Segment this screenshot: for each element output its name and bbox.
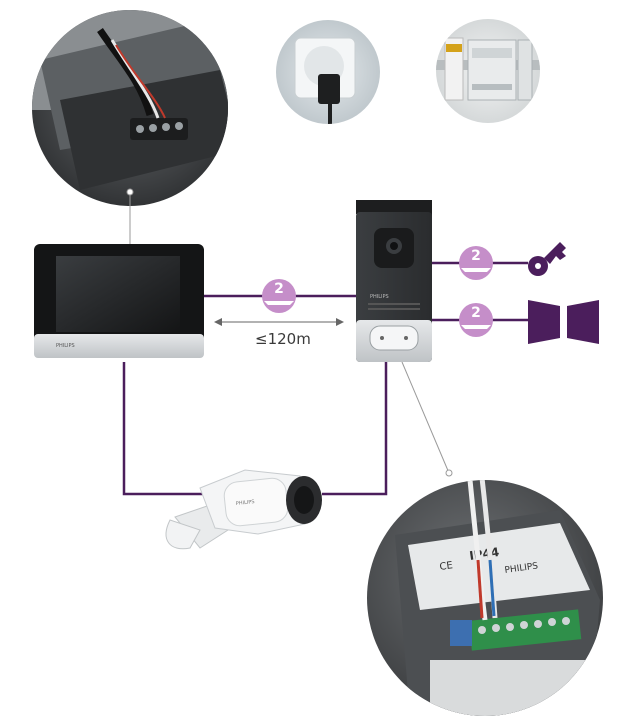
- detail-circle-power-socket: [276, 20, 380, 124]
- wire-count-lock: 2: [471, 248, 481, 264]
- wire-count-monitor-door: 2: [274, 281, 284, 297]
- wire-badge-gate: 2: [459, 303, 493, 337]
- wire-count-gate: 2: [471, 305, 481, 321]
- wire-monitor-to-camera: [122, 362, 215, 496]
- wire-door-station-to-camera: [322, 362, 388, 496]
- wire-badge-lock: 2: [459, 246, 493, 280]
- detail-circle-monitor-wiring: [32, 10, 228, 206]
- board-brand-text: PHILIPS: [504, 561, 539, 576]
- callout-line-door-station: [401, 361, 450, 474]
- distance-label: ≤120m: [255, 330, 311, 348]
- callout-dot-monitor: [126, 188, 134, 196]
- callout-dot-board: [445, 469, 453, 477]
- distance-arrow: [214, 318, 344, 326]
- door-station: PHILIPS: [356, 200, 432, 362]
- key-icon: [528, 242, 566, 276]
- door-station-brand: PHILIPS: [370, 294, 389, 300]
- detail-circle-terminal-board: PHILIPS IP44 CE: [367, 480, 603, 716]
- gate-icon: [528, 300, 599, 344]
- camera-brand: PHILIPS: [236, 499, 255, 507]
- indoor-monitor: PHILIPS: [34, 244, 204, 358]
- bullet-camera: PHILIPS: [165, 469, 322, 550]
- board-ce-text: CE: [439, 560, 454, 573]
- wire-badge-monitor-door: 2: [262, 279, 296, 313]
- detail-circle-din-rail-supply: [436, 19, 540, 123]
- monitor-brand: PHILIPS: [56, 343, 75, 349]
